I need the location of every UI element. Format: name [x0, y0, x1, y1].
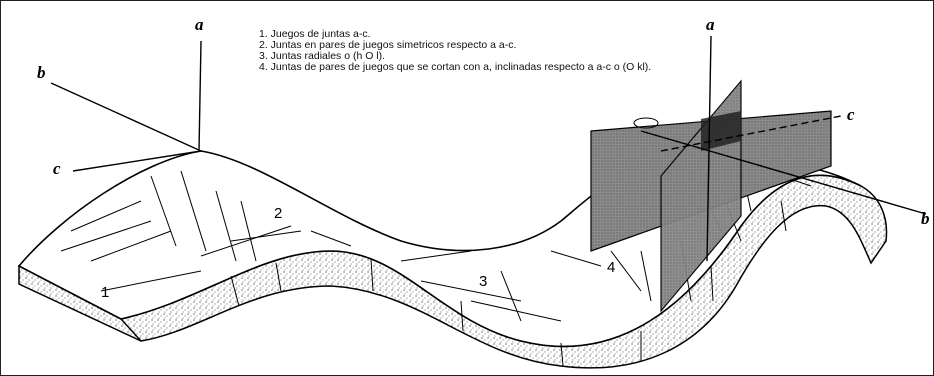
- axis-label-b-left: b: [37, 63, 46, 83]
- axis-label-c-left: c: [53, 159, 61, 179]
- left-axes: [51, 41, 201, 171]
- axis-label-a-left: a: [195, 15, 204, 35]
- joint-set-label-1: 1: [101, 284, 109, 301]
- joint-set-label-3: 3: [479, 273, 487, 290]
- axis-label-b-right: b: [921, 209, 930, 229]
- legend-item-4: 4. Juntas de pares de juegos que se cort…: [259, 62, 651, 73]
- legend: 1. Juegos de juntas a-c. 2. Juntas en pa…: [259, 29, 651, 73]
- axis-label-a-right: a: [706, 15, 715, 35]
- joint-set-label-4: 4: [607, 259, 615, 276]
- axis-label-c-right: c: [847, 105, 855, 125]
- joint-set-label-2: 2: [274, 205, 282, 222]
